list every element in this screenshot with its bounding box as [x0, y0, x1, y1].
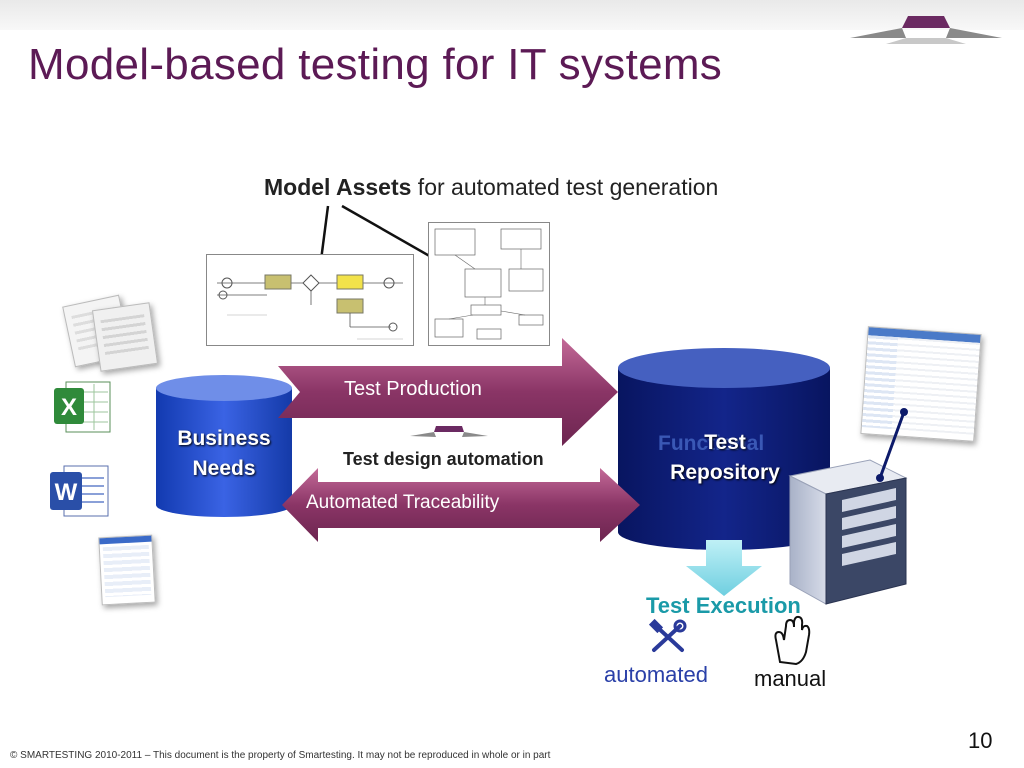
automated-traceability-label: Automated Traceability	[306, 492, 500, 513]
test-execution-arrow	[686, 540, 762, 596]
repository-line2: Repository	[670, 461, 780, 484]
business-needs-line2: Needs	[192, 457, 256, 480]
test-repository-label: Test Repository	[640, 428, 810, 488]
pointer-line-uml	[341, 204, 441, 264]
automated-label: automated	[604, 662, 708, 687]
slide-title: Model-based testing for IT systems	[28, 40, 723, 89]
model-assets-bold: Model Assets	[264, 174, 412, 200]
logo-icon	[850, 16, 1002, 44]
test-production-arrow	[278, 338, 618, 446]
model-assets-rest: for automated test generation	[411, 174, 719, 200]
business-needs-cylinder	[156, 375, 292, 517]
server-cable	[878, 411, 906, 479]
business-needs-label: Business Needs	[156, 424, 292, 484]
excel-icon: X	[54, 381, 111, 433]
test-design-automation-label: Test design automation	[343, 449, 544, 469]
business-needs-line1: Business	[177, 427, 271, 450]
top-bar	[0, 0, 1024, 30]
page-number: 10	[968, 728, 993, 753]
server-icon	[788, 459, 908, 605]
test-execution-title: Test Execution	[646, 593, 801, 618]
svg-text:X: X	[61, 394, 77, 421]
repository-line1: Test	[704, 431, 746, 454]
bpmn-model-image	[206, 254, 414, 346]
test-repository-cylinder	[618, 348, 830, 550]
copyright-footer: © SMARTESTING 2010-2011 – This document …	[10, 750, 551, 761]
tools-icon	[648, 618, 687, 652]
automated-traceability-arrow	[282, 468, 640, 542]
model-assets-heading: Model Assets for automated test generati…	[264, 174, 718, 201]
test-production-label: Test Production	[344, 378, 482, 400]
uml-class-diagram-image	[428, 222, 550, 346]
repository-ghost-word: Functional	[658, 432, 765, 455]
svg-text:W: W	[55, 479, 78, 506]
hand-icon	[774, 615, 811, 666]
word-icon: W	[50, 465, 109, 517]
small-logo-icon	[410, 426, 488, 437]
manual-label: manual	[754, 666, 827, 691]
